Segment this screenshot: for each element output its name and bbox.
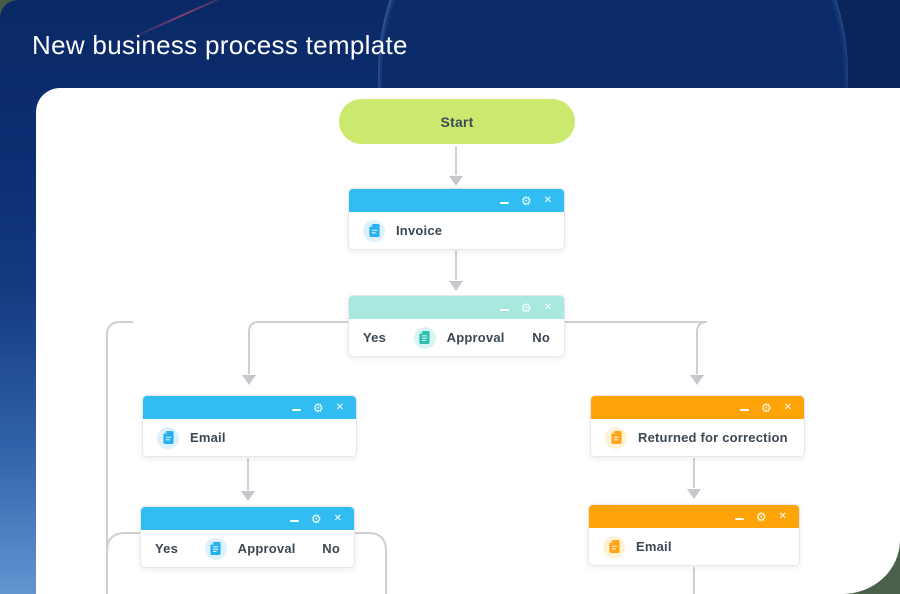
minimize-icon[interactable] (289, 520, 299, 522)
gear-icon[interactable]: ⚙ (520, 300, 532, 315)
minimize-icon[interactable] (291, 409, 301, 411)
close-icon[interactable]: ✕ (543, 301, 552, 313)
document-icon (204, 537, 227, 560)
close-icon[interactable]: ✕ (778, 510, 787, 522)
start-label: Start (440, 113, 474, 130)
document-icon (157, 426, 179, 449)
minimize-icon[interactable] (499, 202, 509, 204)
card-titlebar: ⚙ ✕ (349, 189, 564, 212)
connector-approval-yes-email (248, 321, 348, 374)
gear-icon[interactable]: ⚙ (310, 511, 322, 526)
gear-icon[interactable]: ⚙ (760, 400, 772, 415)
gear-icon[interactable]: ⚙ (520, 193, 532, 208)
node-label: Approval (446, 330, 505, 345)
yes-branch-label: Yes (155, 541, 179, 556)
yes-branch-label: Yes (363, 330, 387, 345)
connector-approval-no-returned (565, 321, 708, 374)
minimize-icon[interactable] (499, 309, 509, 311)
gear-icon[interactable]: ⚙ (755, 509, 767, 524)
no-branch-label: No (322, 541, 340, 556)
node-label: Returned for correction (638, 430, 788, 445)
flow-canvas: Start ⚙ ✕ Invoice (36, 88, 900, 594)
connector-return-trunk (106, 321, 133, 594)
close-icon[interactable]: ✕ (333, 512, 342, 524)
node-label: Email (636, 539, 672, 554)
document-icon (605, 426, 627, 449)
node-returned-for-correction[interactable]: ⚙ ✕ Returned for correction (590, 395, 805, 457)
card-titlebar: ⚙ ✕ (141, 507, 354, 530)
card-titlebar: ⚙ ✕ (349, 296, 564, 319)
arrowhead (241, 491, 255, 501)
node-label: Invoice (396, 223, 443, 238)
minimize-icon[interactable] (734, 518, 744, 520)
document-icon (363, 219, 385, 242)
node-label: Approval (237, 541, 296, 556)
arrowhead (449, 176, 463, 186)
node-email-2[interactable]: ⚙ ✕ Email (588, 504, 800, 566)
document-icon (603, 535, 625, 558)
card-titlebar: ⚙ ✕ (591, 396, 804, 419)
arrowhead (449, 281, 463, 291)
arrowhead (690, 375, 704, 385)
node-invoice[interactable]: ⚙ ✕ Invoice (348, 188, 565, 250)
connector-approval2-no (355, 532, 387, 594)
node-email-1[interactable]: ⚙ ✕ Email (142, 395, 357, 457)
start-node[interactable]: Start (339, 99, 575, 144)
arrowhead (242, 375, 256, 385)
card-titlebar: ⚙ ✕ (143, 396, 356, 419)
arrowhead (687, 489, 701, 499)
connector-approval2-yes (106, 532, 140, 594)
document-icon (413, 326, 436, 349)
minimize-icon[interactable] (739, 409, 749, 411)
no-branch-label: No (532, 330, 550, 345)
close-icon[interactable]: ✕ (783, 401, 792, 413)
gear-icon[interactable]: ⚙ (312, 400, 324, 415)
close-icon[interactable]: ✕ (335, 401, 344, 413)
node-label: Email (190, 430, 226, 445)
node-approval-1[interactable]: ⚙ ✕ Yes Approval No (348, 295, 565, 357)
page-title: New business process template (32, 30, 408, 60)
node-approval-2[interactable]: ⚙ ✕ Yes Approval No (140, 506, 355, 568)
corner-decoration (842, 540, 900, 594)
card-titlebar: ⚙ ✕ (589, 505, 799, 528)
close-icon[interactable]: ✕ (543, 194, 552, 206)
